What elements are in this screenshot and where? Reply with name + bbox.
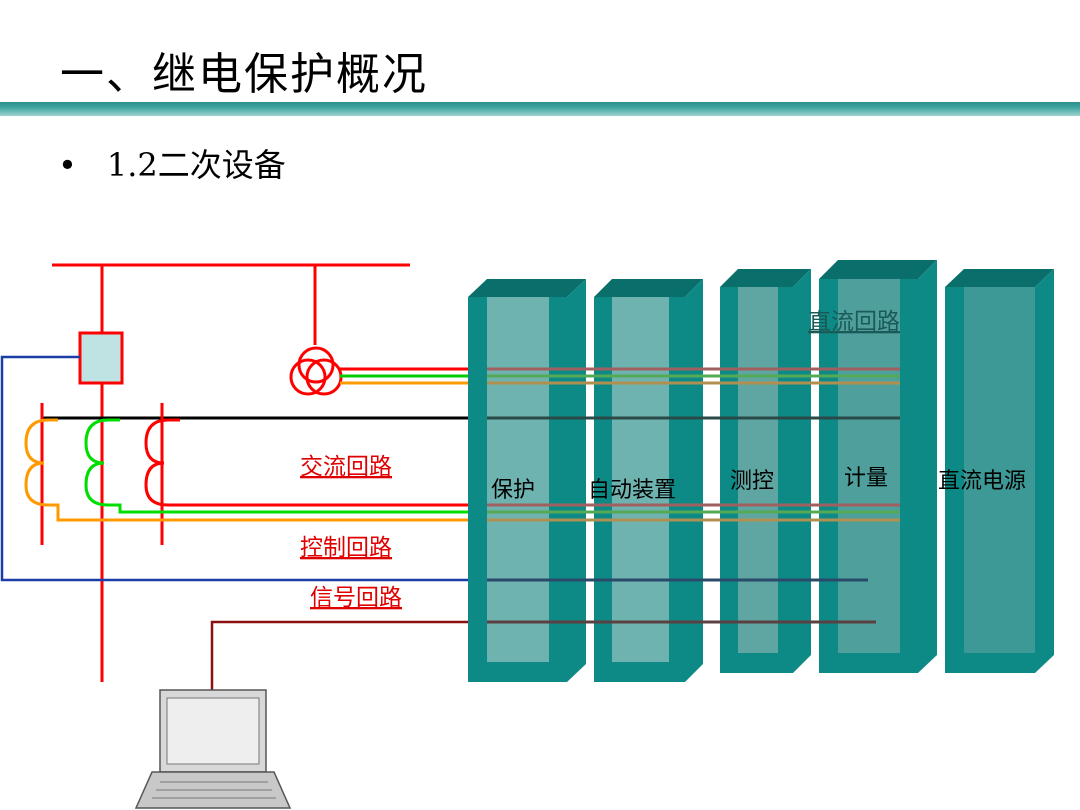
signal-wire (0, 355, 868, 582)
cabinet-label-dc-power: 直流电源 (938, 469, 1026, 494)
transformer-icon (289, 346, 343, 396)
cabinet-dc-power (945, 269, 1054, 673)
ac-loop-label: 交流回路 (300, 454, 392, 480)
signal-loop-label: 信号回路 (310, 585, 402, 611)
title-underline (0, 102, 1080, 116)
cabinet-metering (819, 260, 937, 673)
breaker-icon (78, 331, 124, 385)
control-loop-label: 控制回路 (300, 535, 392, 561)
subtitle-text: 1.2二次设备 (106, 146, 286, 184)
subtitle-line: • 1.2二次设备 (58, 140, 286, 186)
current-transformer-icon (24, 418, 918, 522)
page-title: 一、继电保护概况 (60, 49, 428, 100)
laptop-icon (134, 689, 292, 809)
current-transformer-icon (84, 418, 918, 514)
cabinet-automation (594, 279, 703, 682)
cabinet-label-automation: 自动装置 (588, 478, 676, 503)
cabinet-label-protection: 保护 (491, 478, 535, 503)
cabinet-label-metering: 计量 (844, 466, 888, 491)
dc-loop-label: 直流回路 (808, 309, 900, 335)
wires-through-cabinets (487, 367, 900, 624)
current-transformer-icon (144, 418, 918, 507)
cabinet-label-measure-control: 测控 (730, 469, 774, 494)
bullet: • (58, 146, 77, 184)
